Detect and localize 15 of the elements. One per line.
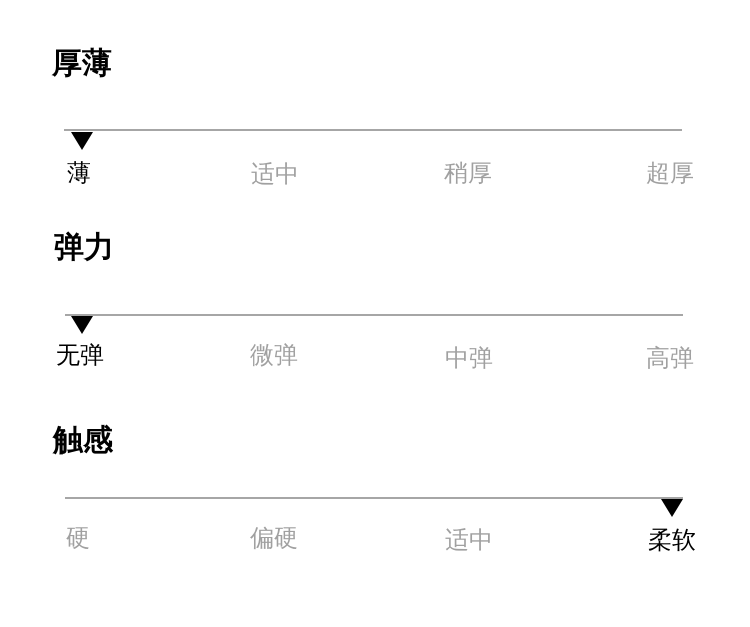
scale-label: 中弹 xyxy=(445,346,493,370)
heading: 厚薄 xyxy=(52,49,112,79)
scale-label: 超厚 xyxy=(646,161,694,185)
scale-label: 适中 xyxy=(251,162,299,186)
scale-label: 薄 xyxy=(67,161,91,185)
scale-label: 稍厚 xyxy=(444,161,492,185)
scale-label: 适中 xyxy=(445,528,493,552)
scale-label: 无弹 xyxy=(56,343,104,367)
heading: 弹力 xyxy=(54,233,114,263)
scale-label: 硬 xyxy=(66,526,90,550)
scale-label: 微弹 xyxy=(250,343,298,367)
scale-label: 偏硬 xyxy=(250,526,298,550)
heading: 触感 xyxy=(53,426,113,456)
scale-label: 柔软 xyxy=(648,528,696,552)
scale-label: 高弹 xyxy=(646,346,694,370)
